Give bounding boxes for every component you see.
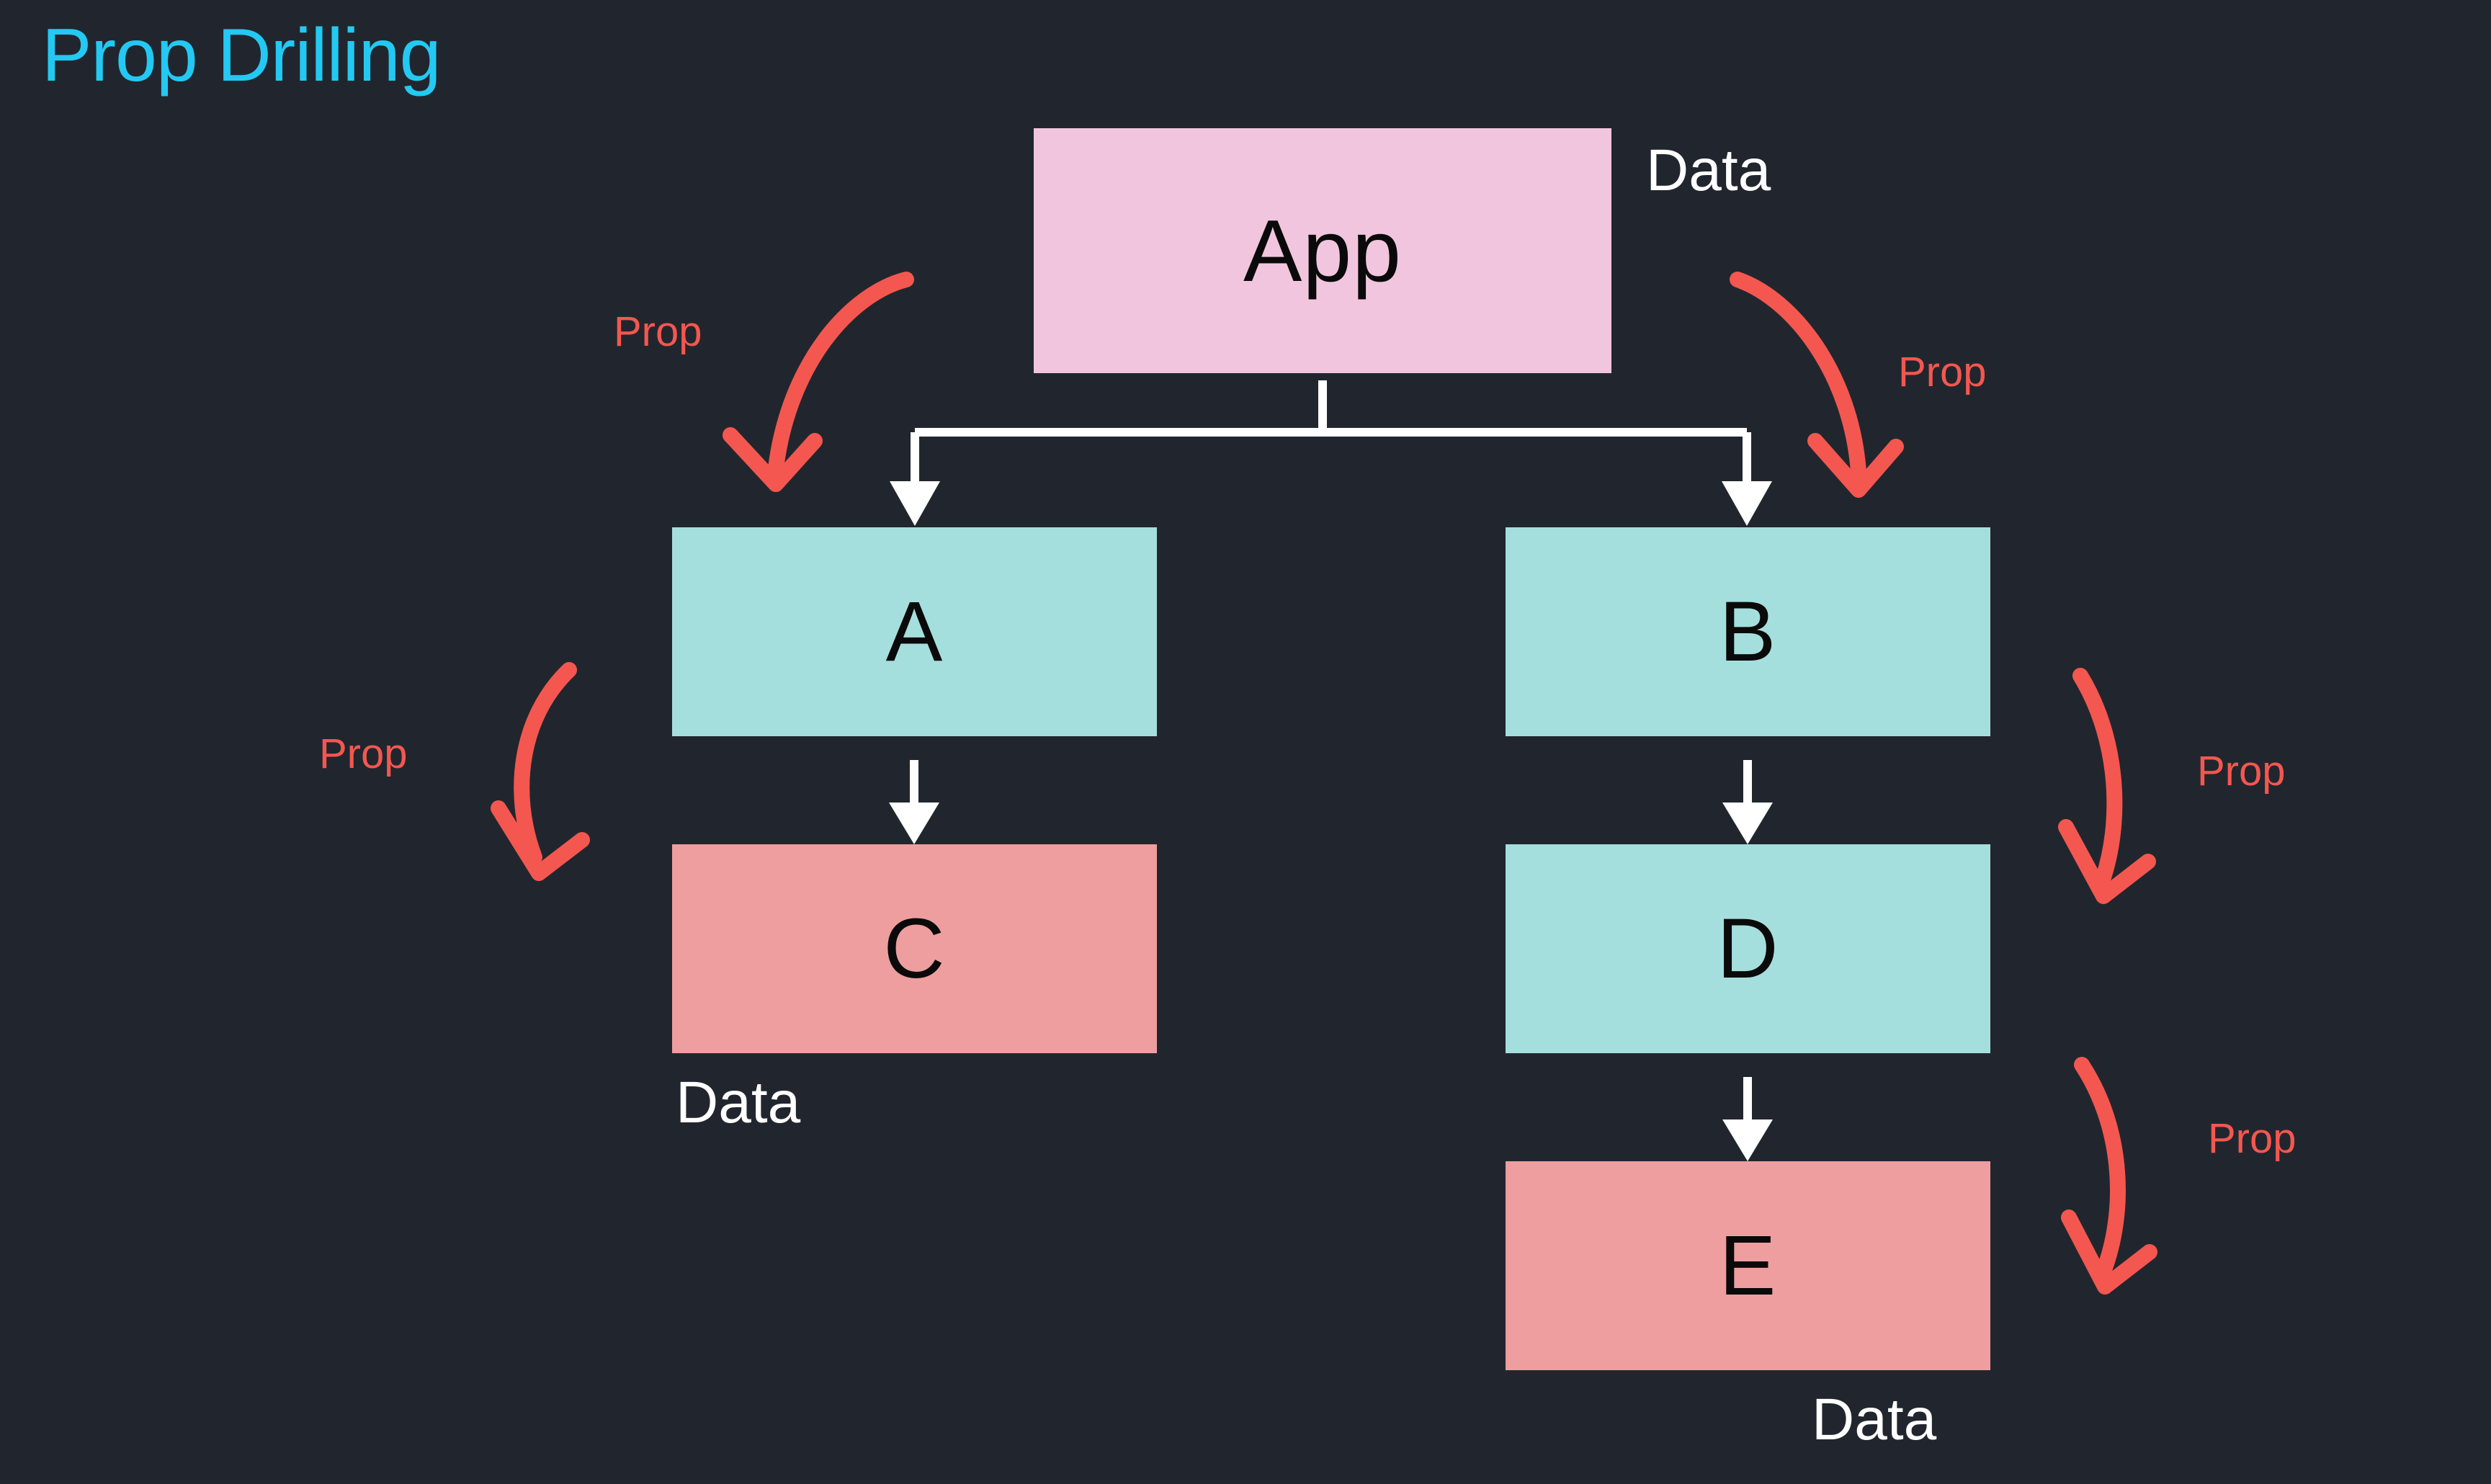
prop-arrow-app-to-a [723, 272, 914, 492]
prop-arrow-app-to-b [1730, 272, 1904, 498]
node-app[interactable]: App [1034, 128, 1611, 373]
prop-label-b-to-d: Prop [2197, 748, 2286, 795]
prop-label-app-to-b: Prop [1898, 349, 1987, 395]
data-label-e: Data [1812, 1387, 1937, 1452]
prop-label-a-to-c: Prop [319, 730, 408, 777]
page-title: Prop Drilling [42, 14, 441, 97]
arrowhead-to-a [890, 481, 940, 526]
node-d-label: D [1717, 901, 1779, 996]
node-a[interactable]: A [672, 527, 1157, 736]
node-a-label: A [885, 584, 944, 679]
node-app-label: App [1243, 202, 1403, 300]
arrowhead-b-to-d [1722, 803, 1773, 844]
arrowhead-a-to-c [889, 803, 939, 844]
prop-arrow-d-to-e [2061, 1057, 2157, 1295]
node-b[interactable]: B [1506, 527, 1990, 736]
arrowhead-to-b [1722, 481, 1772, 526]
prop-label-d-to-e: Prop [2208, 1115, 2297, 1162]
prop-label-app-to-a: Prop [614, 308, 702, 355]
node-d[interactable]: D [1506, 844, 1990, 1053]
prop-arrow-b-to-d [2058, 668, 2156, 904]
node-c[interactable]: C [672, 844, 1157, 1053]
node-b-label: B [1719, 584, 1777, 679]
node-c-label: C [883, 901, 946, 996]
data-label-c: Data [676, 1070, 801, 1135]
node-e[interactable]: E [1506, 1161, 1990, 1370]
node-e-label: E [1719, 1218, 1777, 1313]
arrowhead-d-to-e [1722, 1119, 1773, 1161]
data-label-app: Data [1646, 138, 1771, 203]
prop-arrow-a-to-c [491, 662, 590, 881]
